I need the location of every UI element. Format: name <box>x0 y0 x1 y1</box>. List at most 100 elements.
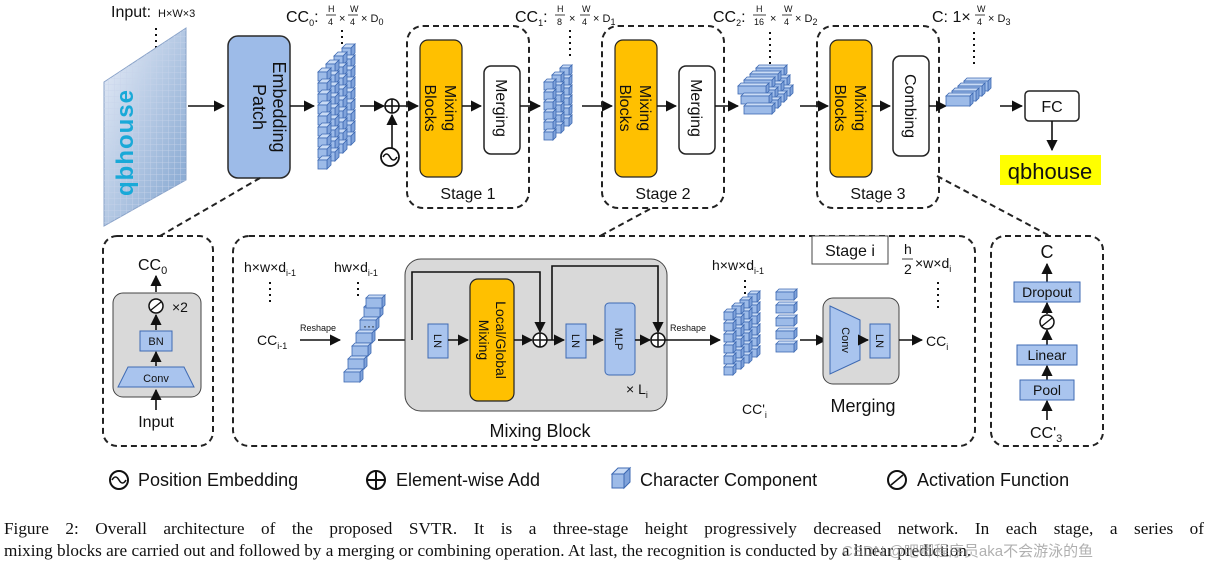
cc0-frac-w: W <box>350 4 359 14</box>
architecture-diagram: Input: H×W×3 qbhouse Patch Embedding CC0… <box>102 4 1104 490</box>
output-highlight <box>1000 155 1101 185</box>
legend-activation: Activation Function <box>887 470 1069 490</box>
mixing-mlp <box>604 302 636 376</box>
stage-cc-prev: CCi-1 <box>257 332 287 351</box>
stage-reshape2: Reshape <box>670 323 706 333</box>
cc1-times: × <box>569 13 575 25</box>
mixing-ln2 <box>565 323 587 359</box>
cc1-den-h: 8 <box>557 17 562 27</box>
cc1-frac-h: H <box>557 4 564 14</box>
merging-conv-label: Conv <box>839 327 851 353</box>
stage-reshape1: Reshape <box>300 323 336 333</box>
fc-label: FC <box>1041 99 1062 116</box>
stage3-mixing-line2: Blocks <box>831 84 848 131</box>
patch-detail-input: Input <box>138 414 174 431</box>
stage-i-tag <box>811 235 889 265</box>
merging-label: Merging <box>830 396 895 416</box>
stage-i-label: Stage i <box>825 243 875 260</box>
half-h: h <box>904 241 912 257</box>
cc1-den-w: 4 <box>582 17 587 27</box>
cc2-frac-h: H <box>756 4 763 14</box>
cc0-d: × D0 <box>361 13 383 27</box>
character-component-legend-icon <box>611 473 625 489</box>
cc0-times: × <box>339 13 345 25</box>
mixing-ln2-label: LN <box>569 334 581 348</box>
c-label: C: 1× <box>932 9 971 26</box>
legend-character-component: Character Component <box>610 466 817 490</box>
legend-activation-label: Activation Function <box>917 470 1069 490</box>
figure-caption-line1: Figure 2: Overall architecture of the pr… <box>4 519 1204 538</box>
c-component-stack <box>945 77 992 107</box>
stage2-mixing-line2: Blocks <box>616 84 633 131</box>
stage1-mixing-line1: Mixing <box>441 85 458 131</box>
legend-character-component-label: Character Component <box>640 470 817 490</box>
cc2-label: CC2: <box>713 9 746 28</box>
pool-label: Pool <box>1033 382 1061 398</box>
cc2-frac-w: W <box>784 4 793 14</box>
cc2-den-w: 4 <box>784 17 789 27</box>
cc2-den-h: 16 <box>754 17 764 27</box>
stage2-mixing-blocks <box>614 39 658 178</box>
cc1-frac-w: W <box>582 4 591 14</box>
patch-times2: ×2 <box>172 299 188 315</box>
cc1-d: × D1 <box>593 13 615 27</box>
patch-conv-label: Conv <box>143 373 169 385</box>
cc0-frac-h: H <box>328 4 335 14</box>
stage1-merging-label: Merging <box>492 79 509 137</box>
stage2-merging-label: Merging <box>687 79 704 137</box>
combine-activation-icon <box>1039 314 1055 330</box>
connector-stage <box>599 208 651 237</box>
stage-detail-box <box>232 235 976 447</box>
local-global-line1: Local/Global <box>493 301 509 379</box>
figure-caption-line2: mixing blocks are carried out and follow… <box>4 541 972 560</box>
stage-cc-i: CCi <box>926 333 948 352</box>
legend-position-embedding-label: Position Embedding <box>138 470 298 490</box>
linear-label: Linear <box>1028 347 1067 363</box>
cc2-component-stack <box>737 64 794 115</box>
stage2-box <box>601 25 725 209</box>
patch-detail-box <box>102 235 214 447</box>
combine-cc3: CC'3 <box>1030 425 1062 445</box>
combine-c: C <box>1041 242 1054 262</box>
mixing-ln1 <box>427 323 449 359</box>
watermark: CSDN @吧唧程序员aka不会游泳的鱼 <box>842 543 1094 560</box>
stage-cc-prime: CC'i <box>742 401 767 420</box>
merging-conv <box>829 305 861 375</box>
dropout-label: Dropout <box>1022 284 1072 300</box>
cc1-component-stack <box>543 64 573 141</box>
mixing-mlp-label: MLP <box>612 328 624 351</box>
half-rest: ×w×di <box>915 255 951 274</box>
stage2-merging <box>678 65 716 155</box>
cc0-component-stack <box>317 43 356 170</box>
patch-embedding-line2: Embedding <box>269 61 289 152</box>
cc0-den-w: 4 <box>350 17 355 27</box>
input-dims: H×W×3 <box>158 8 195 20</box>
stage3-combing-label: Combing <box>901 74 918 138</box>
connector-combing <box>936 175 1051 237</box>
patch-conv-block <box>117 366 195 388</box>
legend-element-add-label: Element-wise Add <box>396 470 540 490</box>
mixing-add2-icon <box>650 332 666 348</box>
cc-prime-component-stack <box>723 288 798 376</box>
patch-embedding-line1: Patch <box>249 84 269 130</box>
c-den-w: 4 <box>977 17 982 27</box>
legend-element-add: Element-wise Add <box>366 470 540 490</box>
stage3-mixing-line1: Mixing <box>851 85 868 131</box>
skip-connection-1 <box>411 271 546 340</box>
stage3-box <box>816 25 940 209</box>
mixing-block-label: Mixing Block <box>489 421 591 441</box>
half-den: 2 <box>904 261 912 277</box>
patch-bn-label: BN <box>148 336 163 348</box>
mixing-times-l: × Li <box>626 381 648 400</box>
svg-text:···: ··· <box>363 319 375 333</box>
stage1-mixing-blocks <box>419 39 463 178</box>
patch-activation-icon <box>148 298 164 314</box>
output-text: qbhouse <box>1008 159 1092 184</box>
input-image: qbhouse <box>103 27 187 227</box>
cc0-den-h: 4 <box>328 17 333 27</box>
cc2-times: × <box>770 13 776 25</box>
position-embedding-icon <box>380 147 400 167</box>
local-global-line2: Mixing <box>476 320 492 360</box>
element-add-icon <box>384 98 400 114</box>
stage-hwd: h×w×di-1 <box>244 259 296 278</box>
